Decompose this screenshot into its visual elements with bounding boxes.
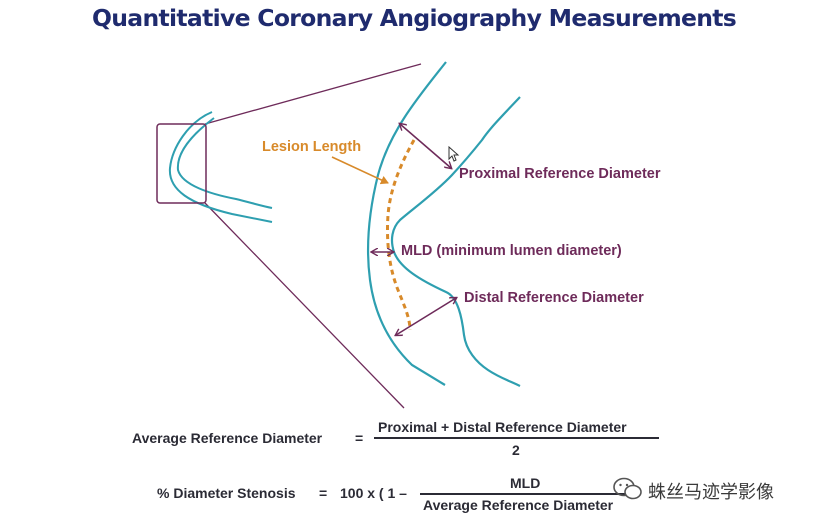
formula1-numerator: Proximal + Distal Reference Diameter (378, 419, 627, 435)
formula1-denominator: 2 (512, 442, 520, 458)
formula2-prefix: 100 x ( 1 – (340, 485, 407, 501)
formula2-numerator: MLD (510, 475, 541, 491)
vessel-left-wall (367, 61, 447, 386)
lesion-length-curve (386, 139, 416, 331)
formula1-equals: = (355, 430, 364, 446)
thumbnail-vessel-outer (168, 111, 273, 223)
formula1-lhs: Average Reference Diameter (132, 430, 323, 446)
proximal-reference-label: Proximal Reference Diameter (459, 166, 661, 182)
formula2-denominator: Average Reference Diameter (423, 497, 614, 513)
thumbnail-vessel-inner (176, 117, 273, 209)
watermark-text: 蛛丝马迹学影像 (648, 482, 774, 503)
thumbnail-zoom-box (156, 123, 207, 204)
slide-title: Quantitative Coronary Angiography Measur… (92, 4, 737, 32)
proximal-diameter-arrow (400, 124, 451, 168)
zoom-line-top (204, 63, 422, 125)
distal-diameter-arrow (396, 298, 456, 335)
formula2-lhs: % Diameter Stenosis (157, 485, 296, 501)
formula2-equals: = (319, 485, 328, 501)
vessel-right-wall (390, 96, 521, 387)
zoom-line-bottom (204, 202, 405, 409)
distal-reference-label: Distal Reference Diameter (464, 290, 644, 306)
lesion-length-label: Lesion Length (262, 139, 362, 155)
formula2-fraction-bar (420, 493, 638, 495)
mouse-cursor-icon (448, 146, 460, 162)
lesion-length-pointer (331, 156, 389, 185)
mld-label: MLD (minimum lumen diameter) (401, 243, 622, 259)
wechat-logo-icon (613, 477, 642, 500)
formula1-fraction-bar (374, 437, 659, 439)
